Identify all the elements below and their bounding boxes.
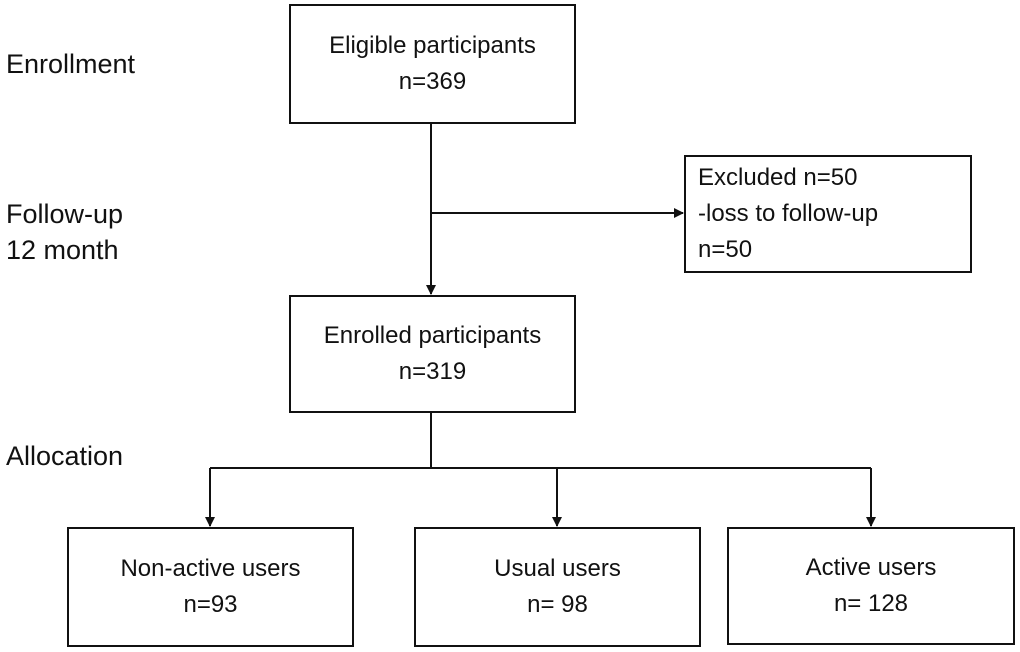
stage-label-enrollment: Enrollment	[6, 49, 136, 79]
non-active-title: Non-active users	[120, 555, 301, 582]
stage-label-followup-line1: Follow-up	[6, 199, 124, 229]
excluded-line3: n=50	[698, 236, 753, 263]
excluded-line2: -loss to follow-up	[698, 200, 879, 227]
enrolled-title: Enrolled participants	[323, 322, 542, 349]
usual-count: n= 98	[527, 591, 588, 618]
excluded-box: Excluded n=50 -loss to follow-up n=50	[684, 155, 972, 273]
eligible-count: n=369	[398, 68, 467, 95]
active-title: Active users	[805, 554, 937, 581]
active-users-box: Active users n= 128	[727, 527, 1015, 645]
non-active-count: n=93	[183, 591, 238, 618]
stage-label-followup-line2: 12 month	[6, 235, 119, 265]
stage-label-followup: Follow-up 12 month	[6, 196, 123, 268]
usual-users-box: Usual users n= 98	[414, 527, 701, 647]
active-count: n= 128	[833, 590, 909, 617]
non-active-users-box: Non-active users n=93	[67, 527, 354, 647]
enrolled-count: n=319	[398, 358, 467, 385]
stage-label-allocation: Allocation	[6, 441, 124, 471]
eligible-participants-box: Eligible participants n=369	[289, 4, 576, 124]
excluded-line1: Excluded n=50	[698, 164, 858, 191]
usual-title: Usual users	[494, 555, 621, 582]
enrolled-participants-box: Enrolled participants n=319	[289, 295, 576, 413]
eligible-title: Eligible participants	[329, 32, 536, 59]
